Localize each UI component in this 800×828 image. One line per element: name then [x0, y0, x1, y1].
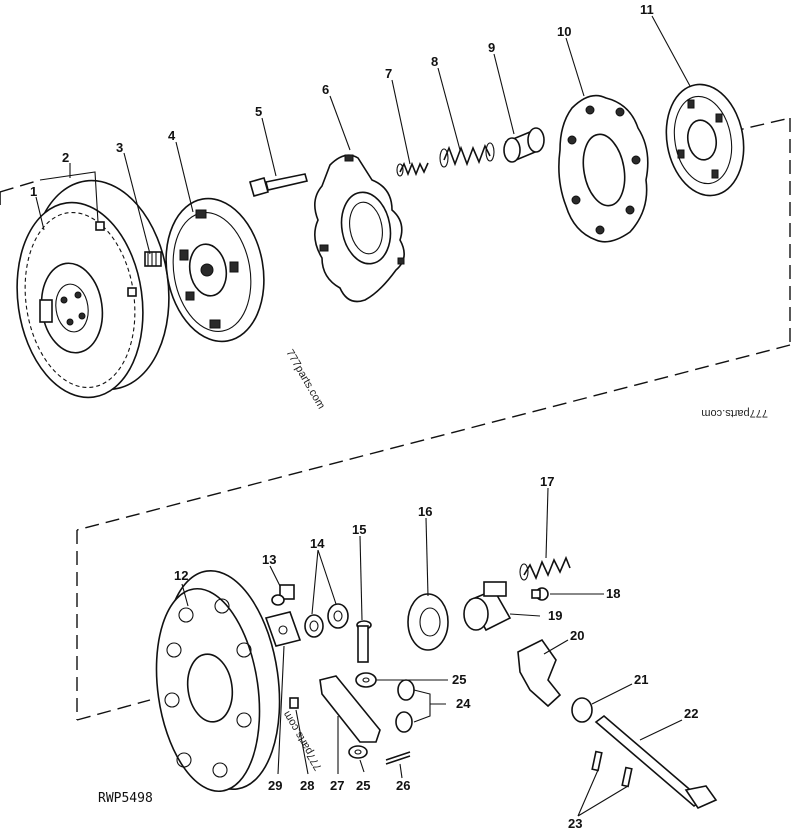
callout-6: 6 — [322, 82, 329, 97]
lever-spring-part — [395, 679, 415, 733]
roll-pin-part — [289, 697, 299, 709]
clutch-disc-part — [165, 197, 265, 343]
watermark-inverted: 777parts.com — [701, 407, 768, 419]
release-shaft-part — [594, 714, 718, 810]
seal-part — [407, 593, 449, 651]
callout-12: 12 — [174, 568, 188, 583]
lever-part — [319, 675, 381, 743]
callout-10: 10 — [557, 24, 571, 39]
callout-22: 22 — [684, 706, 698, 721]
callout-numbers: 1 2 3 4 5 6 7 8 9 10 11 12 13 14 15 16 1… — [30, 2, 698, 828]
callout-29: 29 — [268, 778, 282, 793]
callout-21: 21 — [634, 672, 648, 687]
callout-25-lower: 25 — [356, 778, 370, 793]
washer-part — [348, 672, 377, 759]
shaft-pin-part — [591, 750, 633, 788]
cap-screw-part — [271, 584, 295, 606]
dashed-assembly-outline — [0, 117, 791, 721]
watermark-lower: 777parts.com — [281, 709, 325, 773]
bolt-part — [249, 173, 309, 197]
watermark-diagonal: 777parts.com — [283, 348, 327, 412]
friction-disc-part — [665, 83, 745, 197]
callout-15: 15 — [352, 522, 366, 537]
backing-plate-part — [558, 94, 649, 243]
callout-19: 19 — [548, 608, 562, 623]
pivot-block-part — [264, 611, 302, 647]
callout-20: 20 — [570, 628, 584, 643]
cotter-pin-part — [385, 751, 411, 765]
callout-5: 5 — [255, 104, 262, 119]
callout-13: 13 — [262, 552, 276, 567]
callout-18: 18 — [606, 586, 620, 601]
callout-14: 14 — [310, 536, 325, 551]
release-bearing-part — [463, 581, 512, 632]
housing-part — [155, 569, 281, 793]
callout-16: 16 — [418, 504, 432, 519]
large-spring-part — [439, 142, 495, 168]
callout-11: 11 — [640, 2, 654, 17]
nut-part — [304, 603, 349, 638]
drawing-code: RWP5498 — [98, 791, 153, 806]
bushing-part — [503, 127, 545, 163]
pin-part — [356, 620, 372, 663]
small-spring-part — [396, 161, 429, 177]
callout-28: 28 — [300, 778, 314, 793]
leader-lines — [35, 15, 691, 817]
callout-23: 23 — [568, 816, 582, 828]
callout-2: 2 — [62, 150, 69, 165]
stud-part — [144, 251, 162, 267]
shaft-bushing-part — [571, 697, 593, 723]
callout-7: 7 — [385, 66, 392, 81]
callout-1: 1 — [30, 184, 37, 199]
callout-9: 9 — [488, 40, 495, 55]
callout-8: 8 — [431, 54, 438, 69]
callout-3: 3 — [116, 140, 123, 155]
callout-17: 17 — [540, 474, 554, 489]
release-fork-part — [517, 638, 562, 708]
callout-25-upper: 25 — [452, 672, 466, 687]
callout-27: 27 — [330, 778, 344, 793]
callout-24: 24 — [456, 696, 471, 711]
grease-fitting-part — [531, 587, 549, 601]
callout-4: 4 — [168, 128, 176, 143]
callout-26: 26 — [396, 778, 410, 793]
release-spring-part — [519, 555, 571, 581]
flywheel-part — [16, 179, 170, 399]
pressure-plate-part — [314, 154, 405, 303]
